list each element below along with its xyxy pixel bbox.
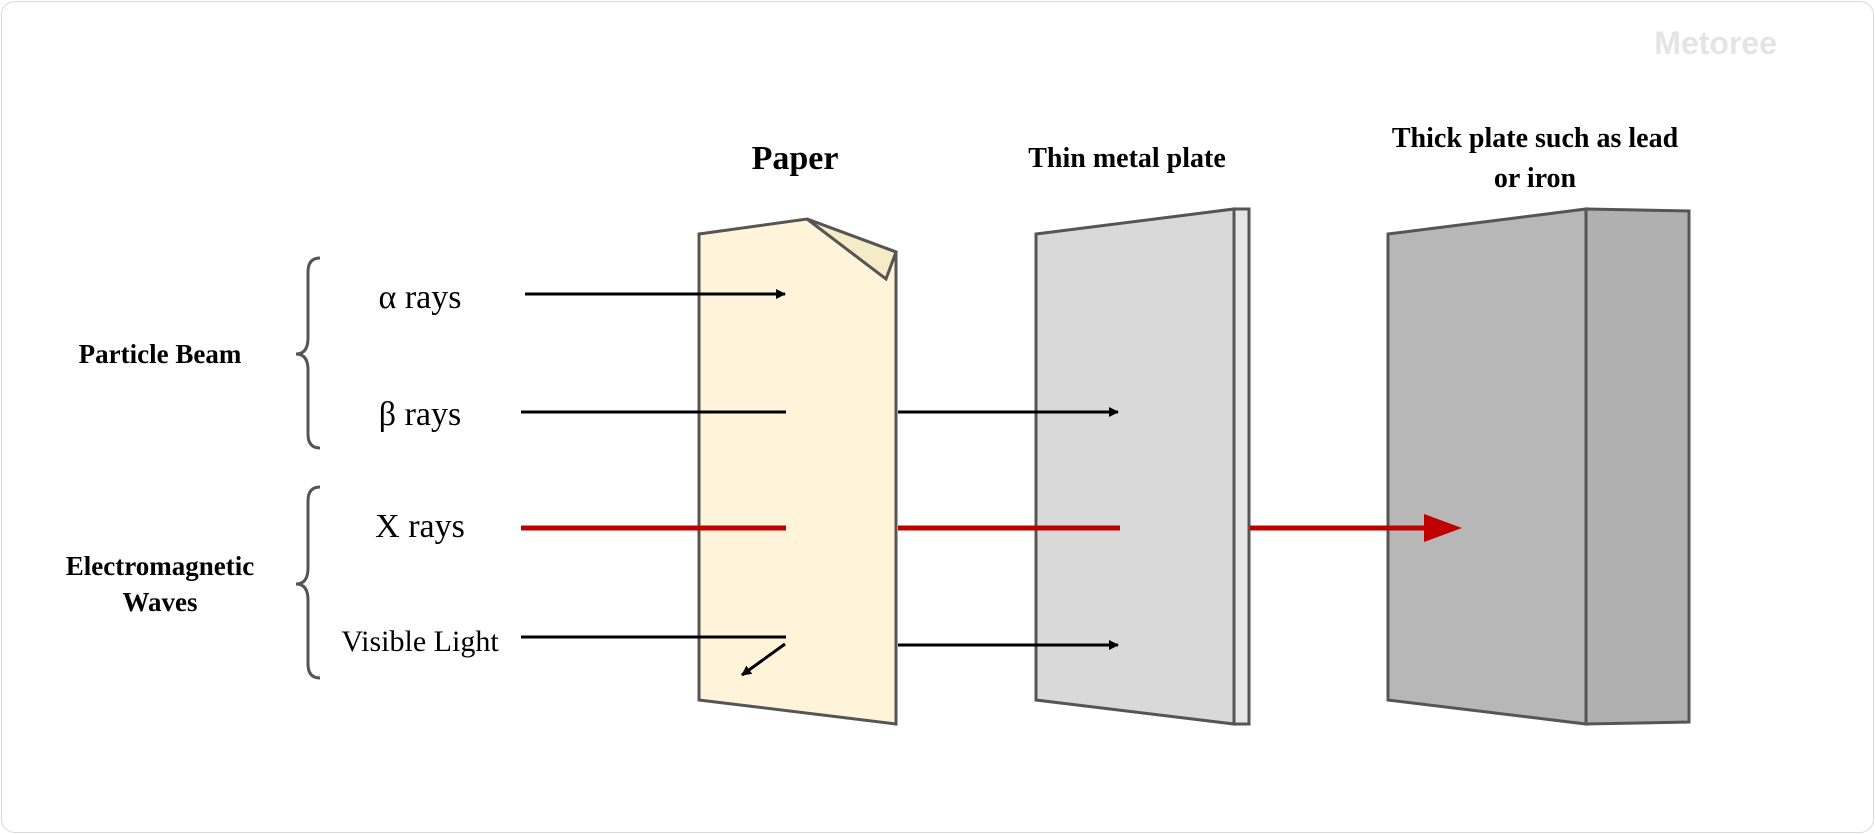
label-electromagnetic-line-1: Electromagnetic [66, 551, 254, 581]
label-thin-metal-plate: Thin metal plate [1028, 143, 1226, 174]
brace-electromagnetic-waves [295, 485, 321, 680]
label-particle-beam: Particle Beam [79, 339, 242, 369]
label-electromagnetic-line-2: Waves [122, 587, 197, 617]
thin-metal-plate [1034, 207, 1251, 726]
label-x-rays: X rays [375, 508, 465, 545]
label-thick-plate-line-2: or iron [1494, 163, 1577, 194]
visible-light-reflection-arrow [741, 642, 786, 677]
label-visible-light: Visible Light [341, 625, 499, 658]
label-thick-plate-line-1: Thick plate such as lead [1392, 123, 1679, 154]
brace-particle-beam [295, 256, 321, 450]
label-alpha-rays: α rays [379, 279, 462, 316]
label-paper: Paper [752, 140, 839, 177]
paper-sheet [697, 217, 898, 726]
label-beta-rays: β rays [379, 396, 461, 433]
x-ray-arrowhead [1424, 514, 1462, 542]
watermark-logo: Metoree [1654, 25, 1777, 61]
thick-plate [1386, 207, 1691, 726]
